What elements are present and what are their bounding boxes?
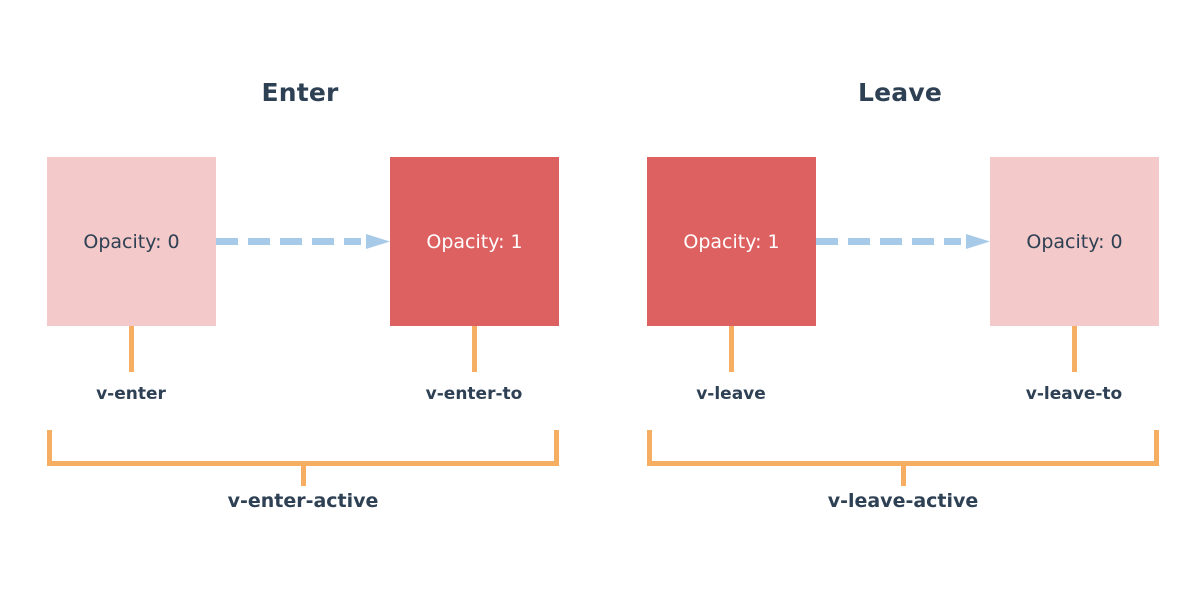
- active-label-v-leave-active: v-leave-active: [827, 490, 979, 512]
- cue-stem-leave-to: [1072, 326, 1077, 372]
- bracket-stem-enter: [301, 465, 306, 486]
- state-box-leave-from: Opacity: 1: [647, 157, 816, 326]
- transition-group-leave: Leave Opacity: 1 Opacity: 0 v-leave v: [600, 0, 1200, 600]
- bracket-stem-leave: [901, 465, 906, 486]
- cue-stem-leave-from: [729, 326, 734, 372]
- bracket-tick-left: [47, 430, 52, 466]
- state-box-label: Opacity: 1: [683, 230, 780, 253]
- state-box-leave-to: Opacity: 0: [990, 157, 1159, 326]
- state-box-enter-from: Opacity: 0: [47, 157, 216, 326]
- state-box-label: Opacity: 0: [1026, 230, 1123, 253]
- transition-arrow-leave: [816, 234, 990, 250]
- transition-group-enter: Enter Opacity: 0 Opacity: 1 v-enter v: [47, 78, 559, 512]
- group-title-enter: Enter: [261, 78, 339, 107]
- active-bracket-enter: [47, 430, 559, 466]
- state-box-label: Opacity: 1: [426, 230, 523, 253]
- bracket-tick-right: [554, 430, 559, 466]
- state-box-enter-to: Opacity: 1: [390, 157, 559, 326]
- bracket-tick-left: [647, 430, 652, 466]
- cue-label-v-leave-to: v-leave-to: [1025, 384, 1123, 404]
- cue-label-v-enter-to: v-enter-to: [425, 384, 523, 404]
- bracket-tick-right: [1154, 430, 1159, 466]
- group-title-leave: Leave: [857, 78, 942, 107]
- active-label-v-enter-active: v-enter-active: [227, 490, 379, 512]
- cue-stem-enter-to: [472, 326, 477, 372]
- bracket-rail: [647, 461, 1159, 466]
- cue-stem-enter-from: [129, 326, 134, 372]
- transition-arrow-enter: [216, 234, 390, 250]
- cue-label-v-enter: v-enter: [96, 384, 166, 404]
- bracket-rail: [47, 461, 559, 466]
- active-bracket-leave: [647, 430, 1159, 466]
- state-box-label: Opacity: 0: [83, 230, 180, 253]
- cue-label-v-leave: v-leave: [696, 384, 766, 404]
